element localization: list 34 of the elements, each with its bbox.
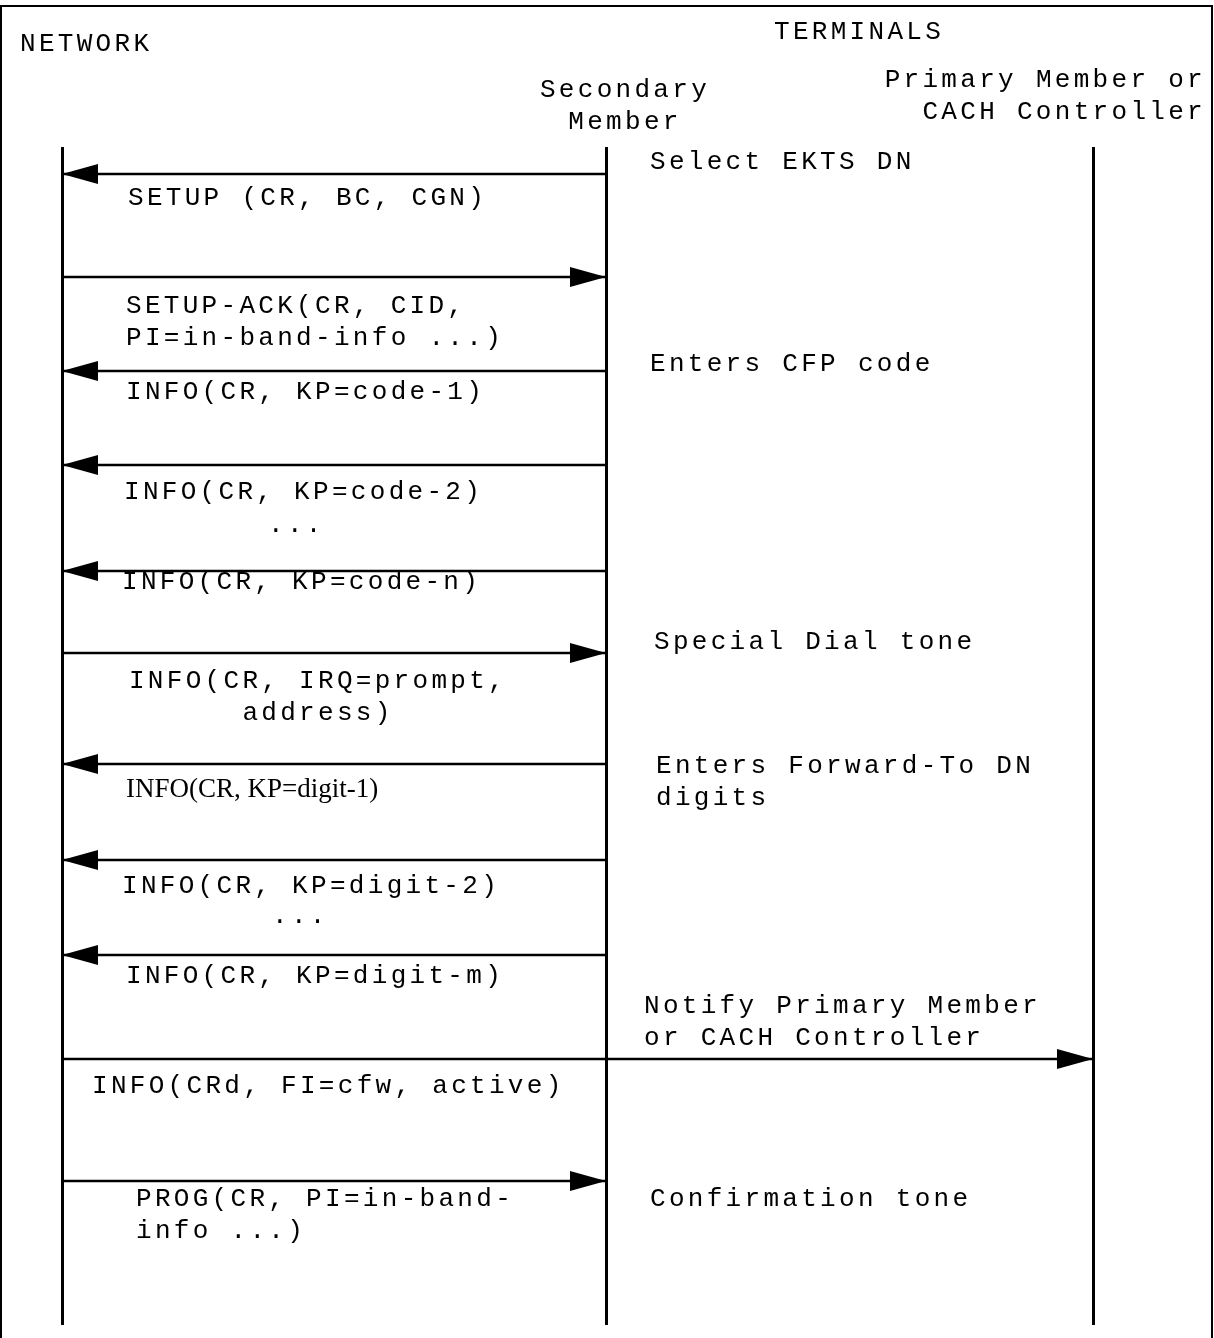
action-note: Select EKTS DN — [650, 146, 916, 178]
message-label: INFO(CR, KP=digit-2) — [122, 870, 502, 902]
action-note: Enters Forward-To DN digits — [656, 750, 1036, 814]
section-heading: TERMINALS — [774, 16, 946, 48]
message-arrow — [62, 164, 606, 184]
message-arrow — [62, 754, 606, 774]
lifeline-header: Secondary Member — [538, 74, 712, 138]
message-arrow — [62, 1171, 606, 1191]
message-arrow — [62, 267, 606, 287]
message-arrow — [62, 1049, 1093, 1069]
message-label: SETUP (CR, BC, CGN) — [128, 182, 489, 214]
message-label: SETUP-ACK(CR, CID, PI=in-band-info ...) — [126, 290, 506, 354]
message-label: INFO(CR, IRQ=prompt, address) — [127, 665, 509, 729]
message-arrow — [62, 561, 606, 581]
message-arrow — [62, 945, 606, 965]
action-note: Enters CFP code — [650, 348, 935, 380]
message-arrow — [62, 455, 606, 475]
lifeline-header: NETWORK — [20, 28, 154, 60]
message-arrow — [62, 643, 606, 663]
continuation-dots: ... — [272, 900, 330, 932]
message-label: INFO(CR, KP=digit-1) — [126, 772, 380, 804]
continuation-dots: ... — [268, 509, 326, 541]
message-arrow — [62, 361, 606, 381]
action-note: Special Dial tone — [654, 626, 977, 658]
action-note: Notify Primary Member or CACH Controller — [644, 990, 1042, 1054]
lifeline-header: Primary Member or CACH Controller — [883, 64, 1206, 128]
message-arrow — [62, 850, 606, 870]
message-label: INFO(CR, KP=code-2) — [124, 476, 485, 508]
action-note: Confirmation tone — [650, 1183, 973, 1215]
message-label: INFO(CR, KP=code-n) — [122, 566, 483, 598]
message-label: INFO(CR, KP=code-1) — [126, 376, 487, 408]
message-label: INFO(CR, KP=digit-m) — [126, 960, 506, 992]
message-label: PROG(CR, PI=in-band-info ...) — [136, 1183, 516, 1247]
message-label: INFO(CRd, FI=cfw, active) — [92, 1070, 566, 1102]
